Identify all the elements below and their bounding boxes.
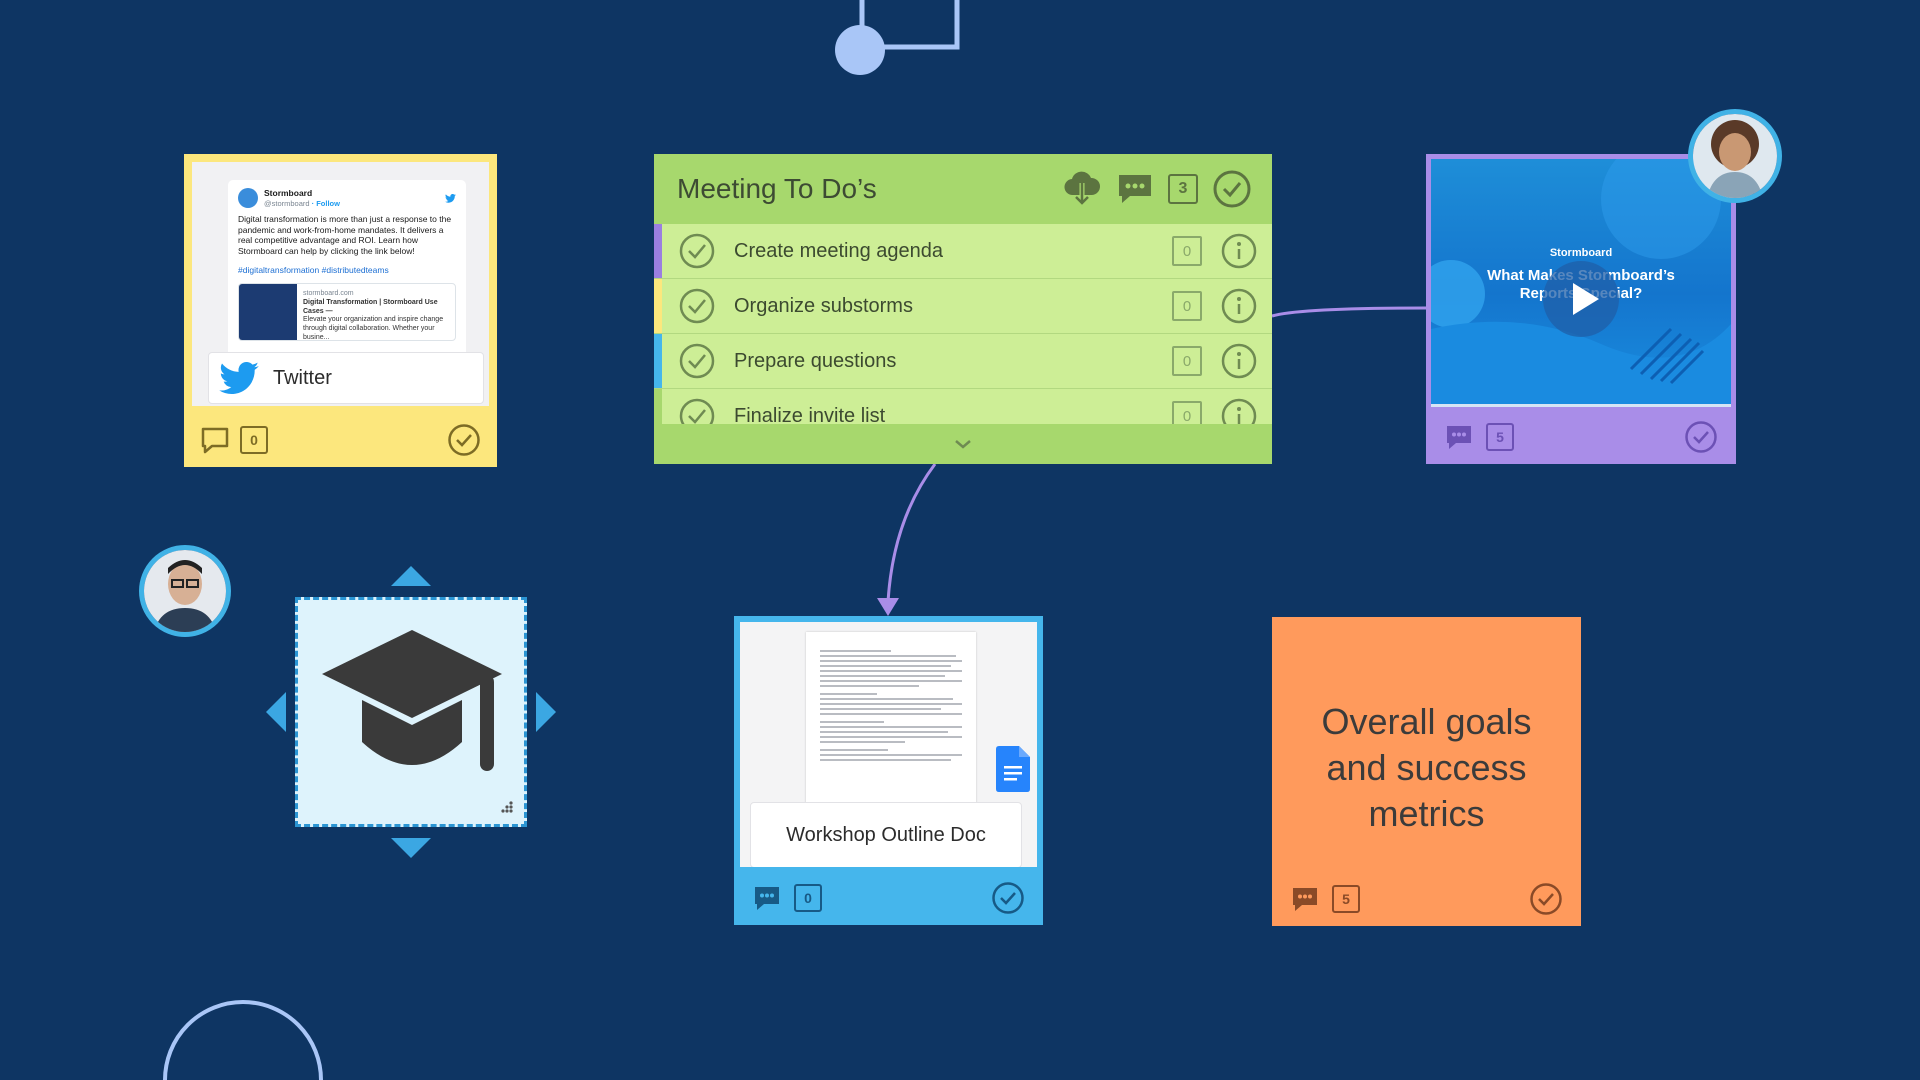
comment-icon[interactable] xyxy=(752,884,782,912)
twitter-bird-icon xyxy=(445,193,456,203)
todo-comment-count[interactable]: 3 xyxy=(1168,174,1198,204)
info-icon[interactable] xyxy=(1220,232,1258,270)
tweet-embed: Stormboard @stormboard · Follow Digital … xyxy=(228,180,466,360)
comment-count[interactable]: 0 xyxy=(240,425,268,454)
link-preview-image xyxy=(239,284,297,341)
info-icon[interactable] xyxy=(1220,397,1258,424)
todo-item[interactable]: Finalize invite list 0 xyxy=(654,389,1272,424)
checkmark-icon[interactable] xyxy=(991,881,1025,915)
comment-icon[interactable] xyxy=(1290,885,1320,913)
todo-item-label: Organize substorms xyxy=(734,294,913,317)
todo-list: Create meeting agenda 0 Organize substor… xyxy=(654,224,1272,424)
avatar[interactable] xyxy=(139,545,231,637)
cloud-download-icon[interactable] xyxy=(1062,171,1102,207)
card-footer: 5 xyxy=(1272,871,1581,926)
twitter-bird-icon xyxy=(219,361,259,395)
checkmark-icon[interactable] xyxy=(1529,882,1563,916)
arrow-down-icon[interactable] xyxy=(391,838,431,858)
todo-header: Meeting To Do’s 3 xyxy=(654,154,1272,224)
todo-item-label: Create meeting agenda xyxy=(734,239,944,262)
selection-handles xyxy=(266,566,556,858)
card-footer: 0 xyxy=(184,412,497,467)
todo-item-count[interactable]: 0 xyxy=(1172,401,1202,424)
doc-page-thumbnail xyxy=(806,632,976,832)
info-icon[interactable] xyxy=(1220,342,1258,380)
todo-item-label: Finalize invite list xyxy=(734,404,886,425)
resize-handle-icon[interactable] xyxy=(498,800,514,816)
checkmark-icon[interactable] xyxy=(678,397,716,424)
checkmark-icon[interactable] xyxy=(678,287,716,325)
video-thumbnail: Stormboard What Makes Stormboard’s Repor… xyxy=(1431,159,1731,404)
doc-preview: Workshop Outline Doc xyxy=(740,622,1037,867)
tweet-author-name: Stormboard xyxy=(264,188,313,198)
tweet-avatar xyxy=(238,188,258,208)
todo-item-stripe xyxy=(654,334,662,388)
todo-item-stripe xyxy=(654,389,662,424)
arrow-left-icon[interactable] xyxy=(266,692,286,732)
link-title: Digital Transformation | Stormboard Use … xyxy=(303,298,438,315)
todo-item[interactable]: Organize substorms 0 xyxy=(654,279,1272,334)
todo-item[interactable]: Prepare questions 0 xyxy=(654,334,1272,389)
todo-item-stripe xyxy=(654,224,662,278)
todo-title: Meeting To Do’s xyxy=(677,173,877,204)
sticky-note-text: Overall goals and success metrics xyxy=(1321,701,1532,835)
tweet-link-preview: stormboard.com Digital Transformation | … xyxy=(238,283,456,342)
checkmark-icon[interactable] xyxy=(678,342,716,380)
tweet-author-handle: @stormboard xyxy=(264,198,310,208)
twitter-card[interactable]: Stormboard @stormboard · Follow Digital … xyxy=(184,154,497,467)
google-docs-icon xyxy=(996,746,1030,792)
twitter-label-text: Twitter xyxy=(273,366,332,389)
video-brand: Stormboard xyxy=(1549,247,1613,259)
checkmark-icon[interactable] xyxy=(1684,420,1718,454)
info-icon[interactable] xyxy=(1220,287,1258,325)
todo-item-count[interactable]: 0 xyxy=(1172,236,1202,266)
avatar[interactable] xyxy=(1688,109,1782,203)
video-thumbnail-art xyxy=(1431,159,1731,404)
todo-item-count[interactable]: 0 xyxy=(1172,346,1202,376)
todo-item-label: Prepare questions xyxy=(734,349,897,372)
video-preview[interactable]: Stormboard What Makes Stormboard’s Repor… xyxy=(1431,159,1731,407)
play-icon[interactable] xyxy=(1541,259,1621,339)
todo-item-stripe xyxy=(654,279,662,333)
tweet-hashtags: #digitaltransformation #distributedteams xyxy=(238,264,389,275)
todo-item[interactable]: Create meeting agenda 0 xyxy=(654,224,1272,279)
card-footer: 0 xyxy=(734,870,1043,925)
link-description: Elevate your organization and inspire ch… xyxy=(303,316,444,341)
video-card[interactable]: Stormboard What Makes Stormboard’s Repor… xyxy=(1426,154,1736,464)
arrow-right-icon[interactable] xyxy=(536,692,556,732)
meeting-todo-card[interactable]: Meeting To Do’s 3 Create meeting agenda … xyxy=(654,154,1272,464)
checkmark-icon[interactable] xyxy=(447,423,481,457)
graduation-cap-element[interactable] xyxy=(295,597,527,827)
tweet-follow-link: · Follow xyxy=(311,198,340,208)
arrow-up-icon[interactable] xyxy=(391,566,431,586)
tweet-body: Digital transformation is more than just… xyxy=(238,214,452,256)
graduation-cap-icon xyxy=(322,630,502,790)
comment-icon[interactable] xyxy=(200,426,230,454)
checkmark-icon[interactable] xyxy=(678,232,716,270)
twitter-label: Twitter xyxy=(208,352,484,404)
doc-label: Workshop Outline Doc xyxy=(750,802,1022,867)
link-domain: stormboard.com xyxy=(303,290,354,298)
comment-count[interactable]: 5 xyxy=(1332,884,1360,913)
sticky-note[interactable]: Overall goals and success metrics 5 xyxy=(1272,617,1581,926)
comment-icon[interactable] xyxy=(1116,172,1154,206)
comment-count[interactable]: 5 xyxy=(1486,422,1514,451)
doc-card[interactable]: Workshop Outline Doc 0 xyxy=(734,616,1043,925)
comment-count[interactable]: 0 xyxy=(794,883,822,912)
tweet-preview: Stormboard @stormboard · Follow Digital … xyxy=(192,162,489,406)
checkmark-icon[interactable] xyxy=(1212,169,1252,209)
todo-expand-bar[interactable] xyxy=(654,424,1272,464)
todo-item-count[interactable]: 0 xyxy=(1172,291,1202,321)
card-footer: 5 xyxy=(1426,409,1736,464)
chevron-down-icon[interactable] xyxy=(953,438,973,450)
comment-icon[interactable] xyxy=(1444,423,1474,451)
